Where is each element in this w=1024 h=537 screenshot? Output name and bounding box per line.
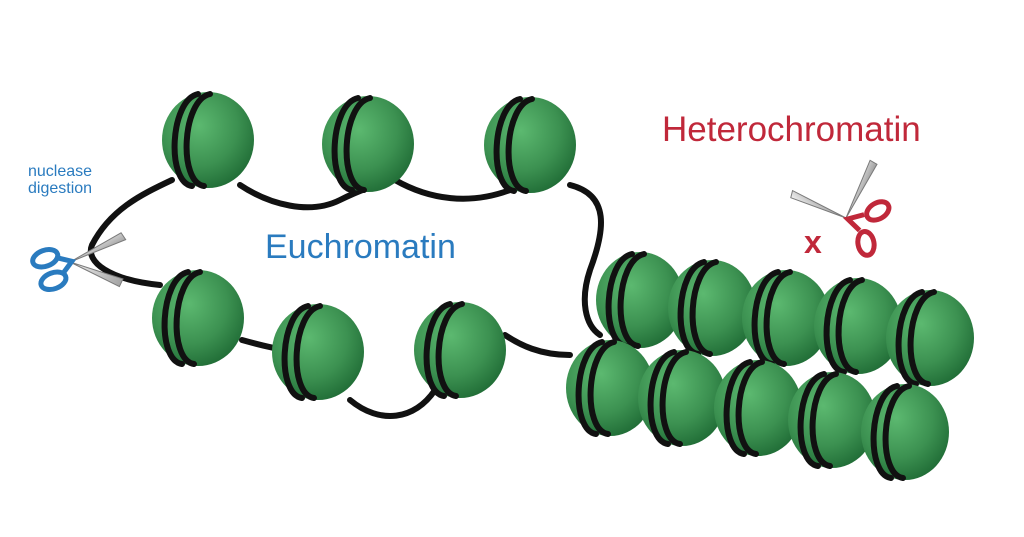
nuclease-label-line2: digestion [28,179,93,197]
nucleosome [484,96,576,194]
dna-strand [87,177,604,419]
blocked-scissors-icon [790,159,892,258]
nucleosome [152,269,244,367]
nucleosome [788,371,876,469]
nucleosome [668,259,756,357]
nucleosome [162,91,254,189]
nucleosome [322,95,414,193]
heterochromatin-label: Heterochromatin [662,110,921,149]
nucleosome [886,289,974,387]
nucleosome [566,339,654,437]
nucleosome [814,277,902,375]
nuclease-digestion-label: nuclease digestion [28,163,93,198]
nuclease-scissors-icon [30,232,127,293]
nucleosome [742,269,830,367]
nucleosome [861,383,949,481]
euchromatin-nucleosomes [152,91,576,401]
nuclease-label-line1: nuclease [28,163,93,180]
euchromatin-label: Euchromatin [265,228,456,266]
nucleosome [638,349,726,447]
blocked-x-mark: x [804,224,822,260]
nucleosome [714,359,802,457]
nucleosome [272,303,364,401]
nucleosome [414,301,506,399]
heterochromatin-nucleosomes [566,251,974,481]
